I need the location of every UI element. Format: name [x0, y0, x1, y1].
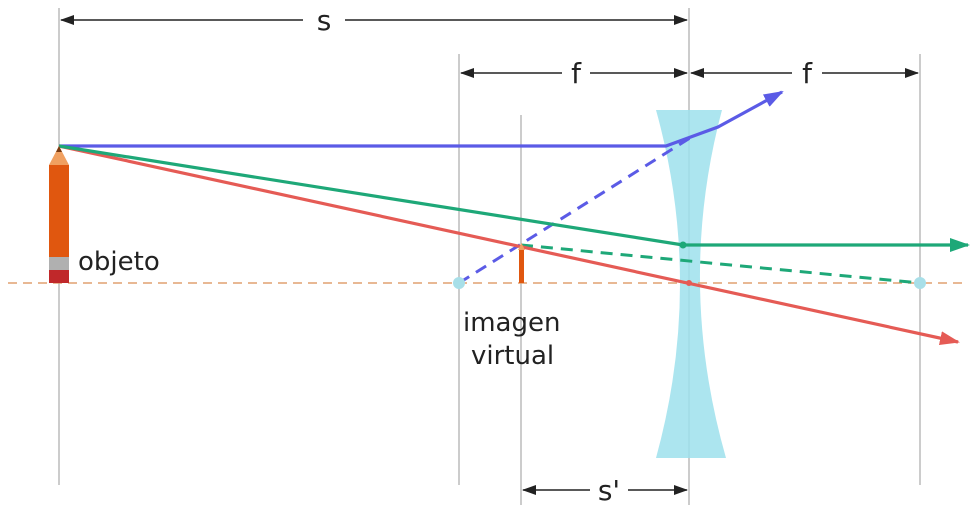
- label-f-left: f: [571, 57, 582, 90]
- virtual-image: [518, 243, 525, 283]
- ray-parallel-virtual-extension: [458, 136, 691, 285]
- label-s: s: [317, 4, 332, 37]
- dimension-lines: [60, 15, 919, 495]
- ray-center: [58, 144, 960, 346]
- pencil-body: [49, 165, 69, 257]
- pencil-eraser: [49, 270, 69, 283]
- object-pencil: [49, 146, 69, 283]
- label-image-line1: imagen: [463, 308, 560, 338]
- pencil-band: [49, 257, 69, 270]
- ray-parallel: [59, 90, 784, 148]
- label-image-line2: virtual: [471, 341, 554, 371]
- pencil-point: [56, 146, 62, 152]
- focal-point-left: [453, 277, 465, 289]
- ray-focal-virtual-extension: [520, 243, 921, 285]
- focal-point-right: [914, 277, 926, 289]
- label-s-prime: s': [598, 474, 620, 507]
- label-object: objeto: [78, 247, 160, 277]
- label-f-right: f: [802, 57, 813, 90]
- refraction-point-red: [686, 280, 692, 286]
- pencil-tip: [49, 146, 69, 165]
- guide-lines: [58, 8, 921, 505]
- refraction-point-green: [679, 241, 687, 249]
- ray-focal: [58, 144, 970, 252]
